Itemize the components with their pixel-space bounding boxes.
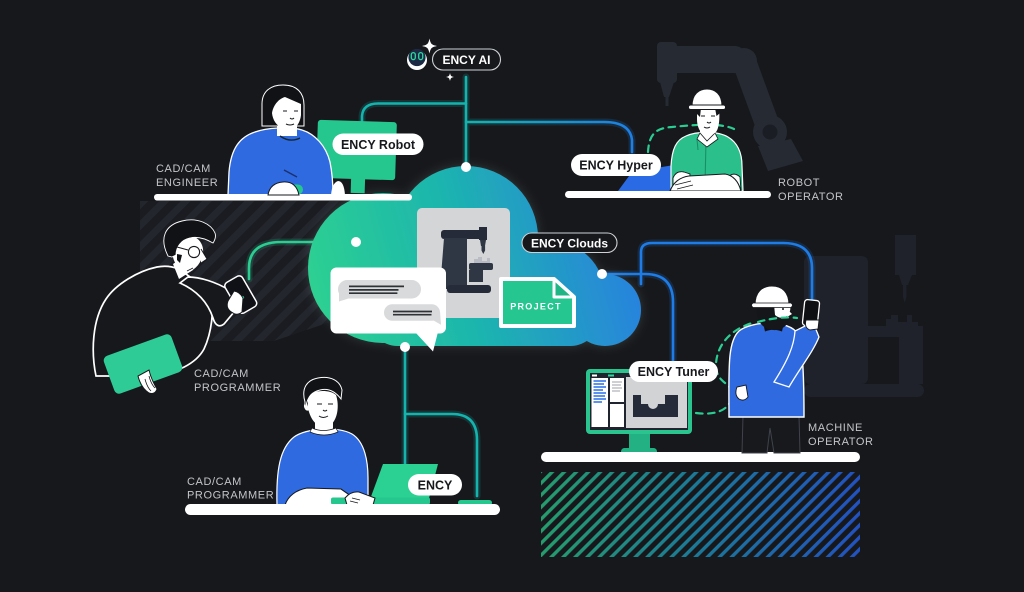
svg-text:CAD/CAM: CAD/CAM [187, 476, 242, 488]
svg-text:MACHINE: MACHINE [808, 422, 863, 434]
svg-text:CAD/CAM: CAD/CAM [156, 163, 211, 175]
svg-text:ENCY AI: ENCY AI [442, 53, 490, 67]
svg-text:ENGINEER: ENGINEER [156, 177, 218, 189]
svg-text:PROJECT: PROJECT [510, 302, 562, 312]
svg-text:OPERATOR: OPERATOR [778, 191, 844, 203]
svg-text:ENCY Clouds: ENCY Clouds [531, 236, 608, 250]
svg-text:ROBOT: ROBOT [778, 177, 820, 189]
svg-text:PROGRAMMER: PROGRAMMER [194, 382, 281, 394]
svg-text:PROGRAMMER: PROGRAMMER [187, 490, 274, 502]
svg-text:CAD/CAM: CAD/CAM [194, 368, 249, 380]
svg-text:ENCY Tuner: ENCY Tuner [638, 365, 710, 379]
svg-text:OPERATOR: OPERATOR [808, 436, 874, 448]
svg-text:ENCY Robot: ENCY Robot [341, 138, 416, 152]
svg-text:ENCY: ENCY [418, 479, 453, 493]
svg-text:ENCY Hyper: ENCY Hyper [579, 159, 653, 173]
